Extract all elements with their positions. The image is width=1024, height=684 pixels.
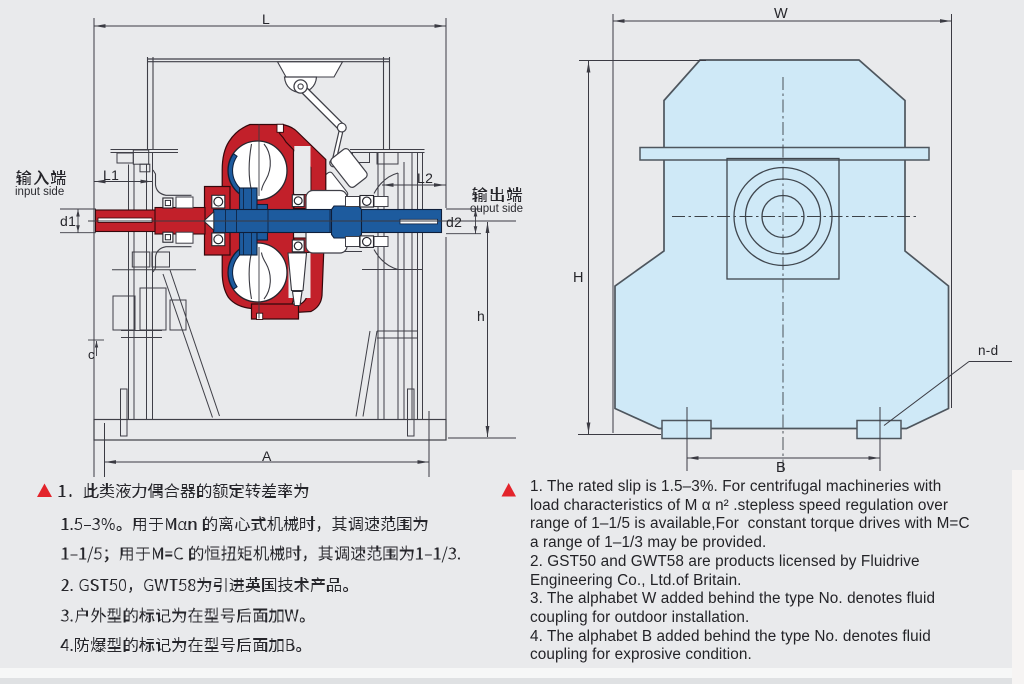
bearings [162, 194, 389, 253]
dim-d2-label: d2 [446, 214, 463, 230]
note-en-line-5: 2. GST50 and GWT58 are products licensed… [530, 552, 920, 570]
dimension-H [578, 60, 706, 435]
dimension-L [93, 18, 447, 477]
dimension-d1 [60, 208, 96, 234]
dim-L-label: L [262, 11, 271, 27]
note-cn-4: 2. GST50，GWT58为引进英国技术产品。 [60, 577, 360, 601]
dim-B-label: B [776, 460, 786, 476]
note-cn-3: 1–1/5；用于M=C 的恒扭矩机械时，其调速范围为1–1/3. [60, 545, 455, 569]
dim-A-label: A [262, 448, 272, 464]
note-en-line-10: coupling for exprosive condition. [530, 646, 752, 664]
front-view-dimensions [578, 14, 1012, 471]
scoop-tube-mechanism [276, 61, 368, 254]
scoop-chamber-pocket [287, 146, 311, 307]
dim-L2-label: L2 [417, 170, 434, 186]
dim-L1-label: L1 [103, 167, 120, 183]
front-view [614, 59, 950, 470]
base-plate [93, 418, 447, 441]
note-en-line-7: 3. The alphabet W added behind the type … [530, 590, 936, 608]
note-cn-5: 3.户外型的标记为在型号后面加W。 [60, 607, 312, 631]
label-input-cn: 输入端 [15, 168, 63, 192]
note-en-line-4: a range of 1–1/3 may be provided. [530, 534, 767, 552]
note-en-line-3: range of 1–1/5 is available,For constant… [530, 515, 970, 533]
dim-W-label: W [774, 6, 788, 22]
note-marker-cn [37, 483, 52, 497]
note-marker-en [501, 483, 516, 497]
dimension-c [88, 339, 104, 356]
page-bottom-edge [0, 678, 1024, 684]
bearing-boss-square [726, 157, 840, 280]
casing-sump [250, 303, 300, 320]
output-runner-shaft [203, 187, 443, 256]
note-en-line-9: 4. The alphabet B added behind the type … [530, 627, 931, 645]
mounting-flange-bar [639, 146, 930, 161]
page-right-edge [1012, 470, 1024, 684]
dim-n-d-label: n-d [978, 343, 999, 358]
dim-c-label: c [88, 347, 95, 362]
note-cn-1: 1．此类液力偶合器的额定转差率为 [57, 483, 306, 507]
dim-h-label: h [477, 308, 486, 324]
section-dimensions [60, 18, 516, 477]
dimension-B [686, 407, 881, 471]
dimension-W [612, 14, 952, 433]
dimension-L1 [94, 179, 152, 184]
dim-H-label: H [573, 270, 584, 286]
coupling-body-outline [614, 59, 950, 430]
note-cn-6: 4.防爆型的标记为在型号后面加B。 [60, 637, 308, 661]
foot-right [856, 419, 902, 440]
machine-frame [93, 57, 447, 441]
dimension-h [448, 220, 516, 439]
note-en-line-2: load characteristics of M α n² .stepless… [530, 496, 949, 514]
note-cn-2: 1.5–3%。用于Mαn 的离心式机械时，其调速范围为 [60, 516, 422, 540]
dim-d1-label: d1 [60, 213, 77, 229]
note-en-line-1: 1. The rated slip is 1.5–3%. For centrif… [530, 478, 942, 495]
input-side-label: input side [15, 186, 65, 198]
dimension-L2 [382, 183, 446, 187]
notes-english: 1. The rated slip is 1.5–3%. For centrif… [530, 478, 970, 665]
label-output-cn: 输出端 [471, 185, 519, 209]
output-side-label: ouput side [470, 203, 524, 215]
leader-n-d [883, 361, 1012, 426]
page-bottom-strip [0, 668, 1024, 678]
note-en-line-6: Engineering Co., Ltd.of Britain. [530, 571, 742, 589]
dimension-A [104, 411, 430, 477]
note-en-line-8: coupling for outdoor installation. [530, 608, 750, 626]
